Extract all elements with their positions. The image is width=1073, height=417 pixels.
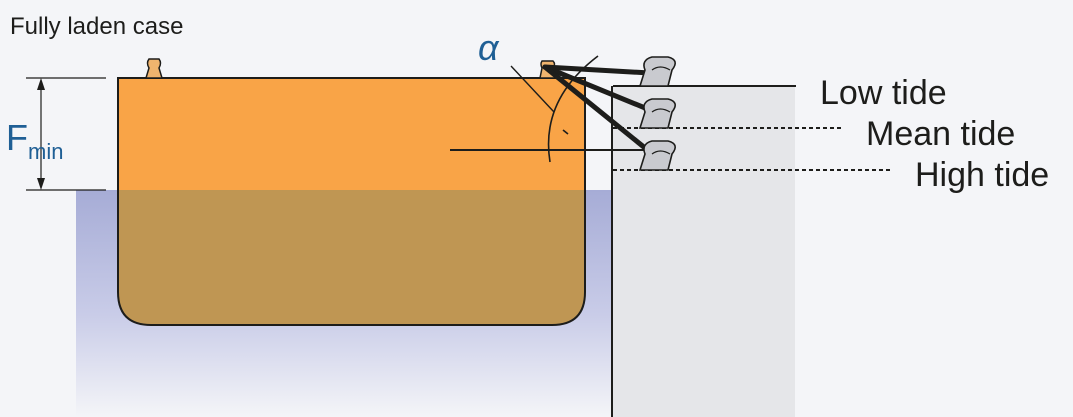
high-tide-label: High tide	[915, 156, 1049, 194]
freeboard-label: Fmin	[6, 117, 63, 164]
mooring-line-low	[542, 64, 653, 76]
low-tide-label: Low tide	[820, 74, 947, 112]
vessel-hull	[117, 77, 586, 326]
quay-bollard-middle	[638, 98, 676, 129]
angle-arc	[547, 55, 599, 163]
freeboard-dimension	[26, 77, 106, 191]
quay-wall	[613, 86, 795, 417]
deck-bollard-left	[144, 58, 164, 79]
quay-bollard-bottom	[638, 140, 676, 171]
quay-bollard-top	[638, 56, 676, 87]
mooring-line-high	[542, 64, 653, 155]
hull-submerged-part	[118, 190, 585, 325]
mooring-line-mean	[542, 64, 653, 113]
angle-leader-line	[510, 65, 555, 113]
angle-arc-tick	[562, 129, 569, 135]
caption: Fully laden case	[10, 13, 183, 40]
mean-tide-label: Mean tide	[866, 115, 1015, 153]
angle-label: α	[478, 27, 500, 68]
